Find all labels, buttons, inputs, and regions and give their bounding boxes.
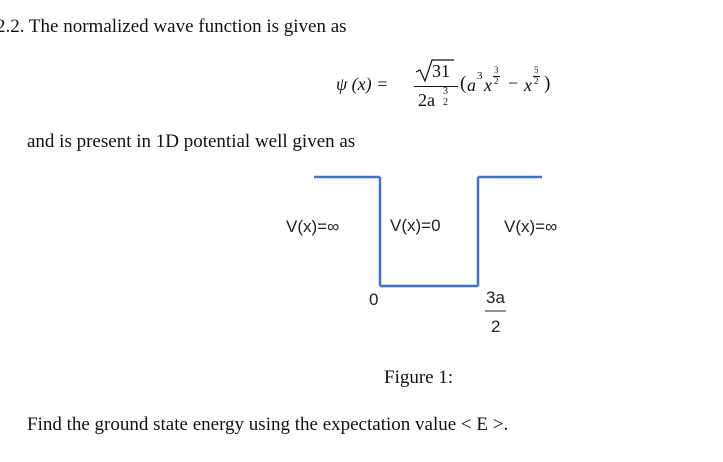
close-paren: )	[544, 73, 551, 94]
question-number: 2.2.	[0, 16, 25, 37]
wave-function-equation: ψ (x) = 31 2a 3 2 ( a 3 x 3 2 − x 5 2 )	[336, 58, 576, 128]
term2-var-exp-num: 5	[534, 65, 539, 75]
question-intro-text: The normalized wave function is given as	[28, 16, 347, 37]
right-tick-numerator: 3a	[486, 288, 505, 307]
term1-var-exp-den: 2	[494, 76, 499, 86]
potential-well-intro: and is present in 1D potential well give…	[27, 131, 356, 152]
left-tick-label: 0	[369, 290, 378, 309]
right-region-label: V(x)=∞	[504, 217, 557, 236]
term2-var-exp-den: 2	[534, 76, 539, 86]
question-intro-line: 2.2. The normalized wave function is giv…	[0, 16, 347, 38]
term1-coeff: a	[467, 75, 476, 95]
equation-numerator: 31	[432, 61, 450, 81]
minus-sign: −	[508, 73, 519, 93]
sqrt-sign	[415, 59, 454, 83]
fraction-bar	[414, 86, 458, 87]
well-region-label: V(x)=0	[390, 216, 441, 235]
potential-well-diagram: V(x)=∞ V(x)=0 V(x)=∞ 0 3a 2	[286, 175, 557, 336]
task-text: Find the ground state energy using the e…	[27, 414, 509, 435]
term1-var-exp-num: 3	[494, 65, 499, 75]
term2-exp-bar	[533, 76, 540, 77]
denominator-exp-den: 2	[443, 97, 448, 108]
term2-var: x	[524, 75, 532, 95]
right-tick-denominator: 2	[491, 317, 500, 336]
equation-denominator: 2a	[418, 90, 435, 110]
term1-coeff-exp: 3	[477, 70, 483, 82]
equation-lhs: ψ (x) =	[336, 74, 389, 94]
denominator-exp-num: 3	[443, 86, 448, 97]
open-paren: (	[460, 73, 467, 94]
well-outline	[314, 175, 542, 288]
term1-var: x	[484, 75, 492, 95]
figure-caption: Figure 1:	[384, 367, 454, 388]
left-region-label: V(x)=∞	[286, 217, 339, 236]
term1-exp-bar	[493, 76, 500, 77]
